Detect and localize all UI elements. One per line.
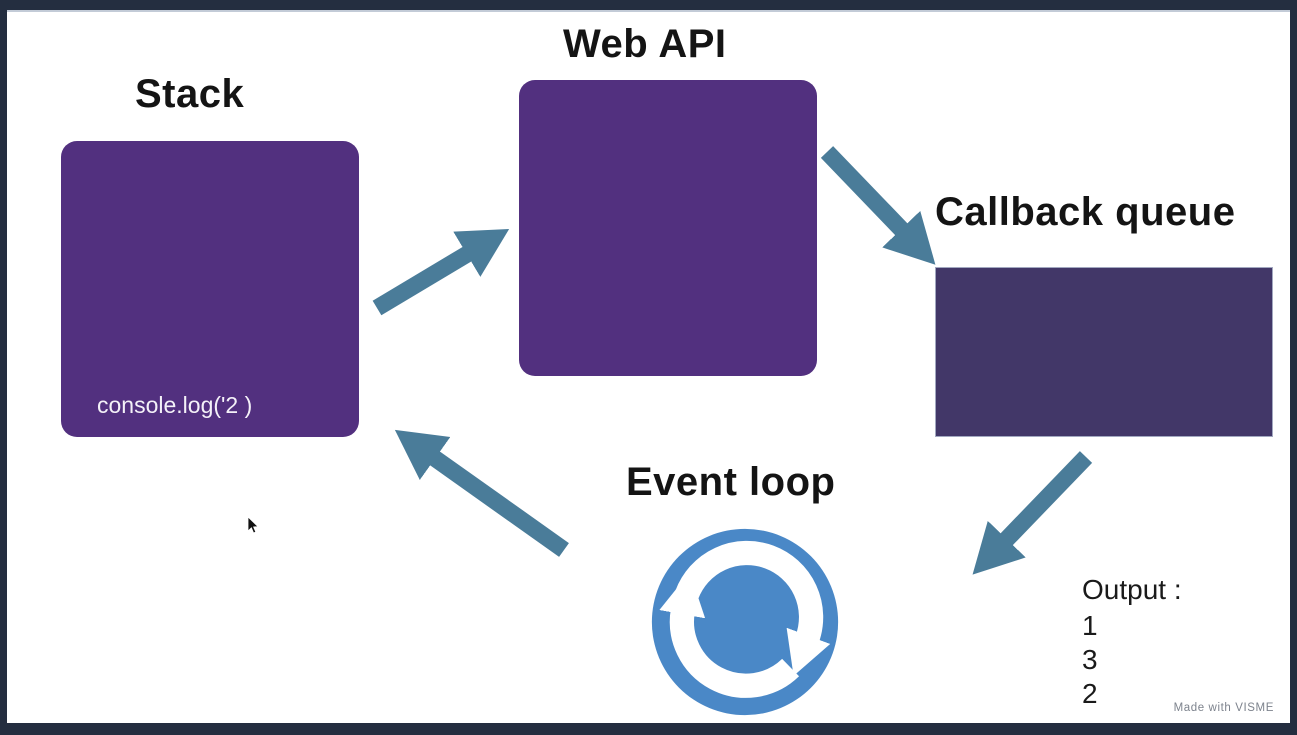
web-api-box [519, 80, 817, 376]
visme-watermark: Made with VISME [1173, 702, 1274, 714]
arrow-eventloop-to-stack [394, 429, 569, 557]
callback-queue-box [935, 267, 1273, 437]
output-block: Output : 1 3 2 [1082, 573, 1182, 711]
arrow-stack-to-webapi [372, 229, 510, 316]
stack-title: Stack [135, 72, 245, 116]
output-line: 1 [1082, 610, 1098, 641]
mouse-pointer-icon [246, 516, 260, 536]
sync-refresh-loop-icon [648, 525, 842, 719]
arrow-webapi-to-callback-queue [820, 146, 936, 265]
web-api-title: Web API [563, 22, 727, 66]
callback-queue-title: Callback queue [935, 190, 1236, 234]
output-line: 3 [1082, 644, 1098, 675]
stack-box: console.log('2 ) [61, 141, 359, 437]
output-line: 2 [1082, 678, 1098, 709]
event-loop-title: Event loop [626, 460, 836, 504]
output-label: Output : [1082, 574, 1182, 605]
stack-code-text: console.log('2 ) [97, 392, 253, 418]
arrow-callback-queue-to-output [972, 451, 1093, 575]
